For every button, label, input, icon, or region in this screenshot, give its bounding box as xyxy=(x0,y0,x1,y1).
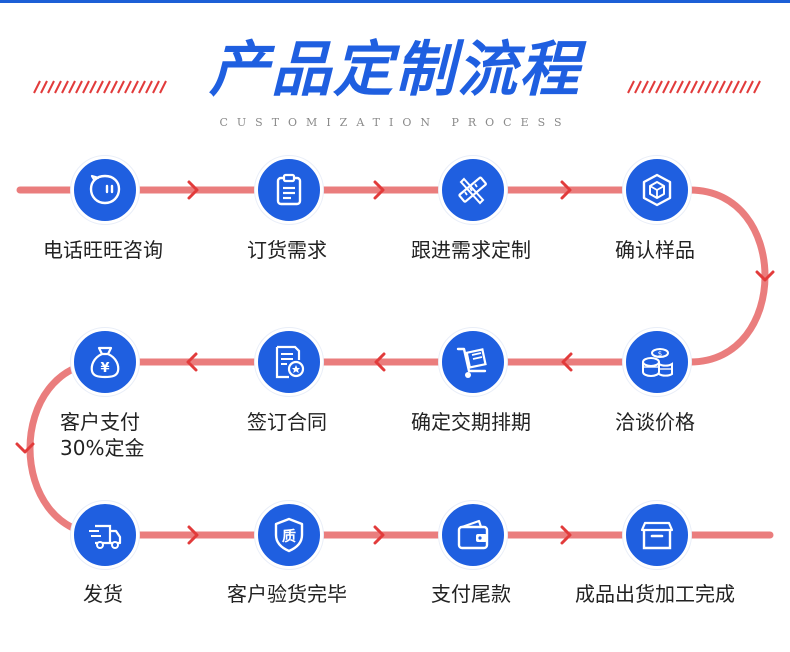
arrow-left xyxy=(186,352,198,372)
money-bag-icon: ¥ xyxy=(90,346,120,379)
arrow-right xyxy=(373,180,385,200)
step-8-label-line-1: 客户支付 xyxy=(60,410,140,434)
arrow-right xyxy=(560,525,572,545)
step-4-label: 确认样品 xyxy=(615,238,695,262)
step-5-label: 洽谈价格 xyxy=(615,410,695,434)
step-10-label: 客户验货完毕 xyxy=(227,582,347,606)
wallet-icon xyxy=(457,519,489,550)
step-9-node xyxy=(71,501,139,569)
step-12-node xyxy=(623,501,691,569)
step-7-node xyxy=(255,328,323,396)
step-12-label: 成品出货加工完成 xyxy=(575,582,735,606)
delivery-truck-icon xyxy=(89,524,122,549)
arrow-left xyxy=(561,352,573,372)
step-7-label: 签订合同 xyxy=(247,410,327,434)
step-8-node: ¥ xyxy=(71,328,139,396)
step-6-node xyxy=(439,328,507,396)
step-10-node: 质 xyxy=(255,501,323,569)
coin-stack-icon: $ xyxy=(641,348,673,377)
page-subtitle: CUSTOMIZATION PROCESS xyxy=(219,116,571,129)
cube-icon xyxy=(642,173,672,207)
step-5-node: $ xyxy=(623,328,691,396)
step-1-label: 电话旺旺咨询 xyxy=(43,238,163,262)
right-hatch-decoration xyxy=(627,80,761,94)
step-8-label-line-2: 30%定金 xyxy=(60,436,145,460)
step-2-node xyxy=(255,156,323,224)
step-11-node xyxy=(439,501,507,569)
arrow-down xyxy=(755,270,775,282)
arrow-left xyxy=(374,352,386,372)
step-6-label: 确定交期排期 xyxy=(411,410,531,434)
step-4-node xyxy=(623,156,691,224)
step-3-label: 跟进需求定制 xyxy=(411,238,531,262)
arrow-right xyxy=(373,525,385,545)
design-tools-icon xyxy=(458,176,487,205)
step-8-label: 客户支付 30%定金 xyxy=(60,409,200,461)
svg-text:质: 质 xyxy=(282,528,296,545)
step-9-label: 发货 xyxy=(83,582,123,606)
arrow-right xyxy=(187,180,199,200)
package-box-icon xyxy=(640,521,674,550)
step-11-label: 支付尾款 xyxy=(431,582,511,606)
svg-text:$: $ xyxy=(658,350,662,358)
top-accent-line xyxy=(0,0,790,3)
quality-badge-icon: 质 xyxy=(274,517,304,553)
contract-icon xyxy=(275,345,305,379)
left-hatch-decoration xyxy=(33,80,167,94)
arrow-right xyxy=(560,180,572,200)
arrow-down xyxy=(15,442,35,454)
page-title: 产品定制流程 xyxy=(209,35,581,105)
svg-text:¥: ¥ xyxy=(100,361,109,376)
arrow-right xyxy=(187,525,199,545)
connector-curve-right xyxy=(686,186,769,366)
hand-truck-icon xyxy=(456,347,487,378)
step-2-label: 订货需求 xyxy=(247,238,327,262)
step-1-node xyxy=(71,156,139,224)
step-3-node xyxy=(439,156,507,224)
clipboard-icon xyxy=(276,173,302,206)
chat-bubble-icon xyxy=(89,174,121,205)
